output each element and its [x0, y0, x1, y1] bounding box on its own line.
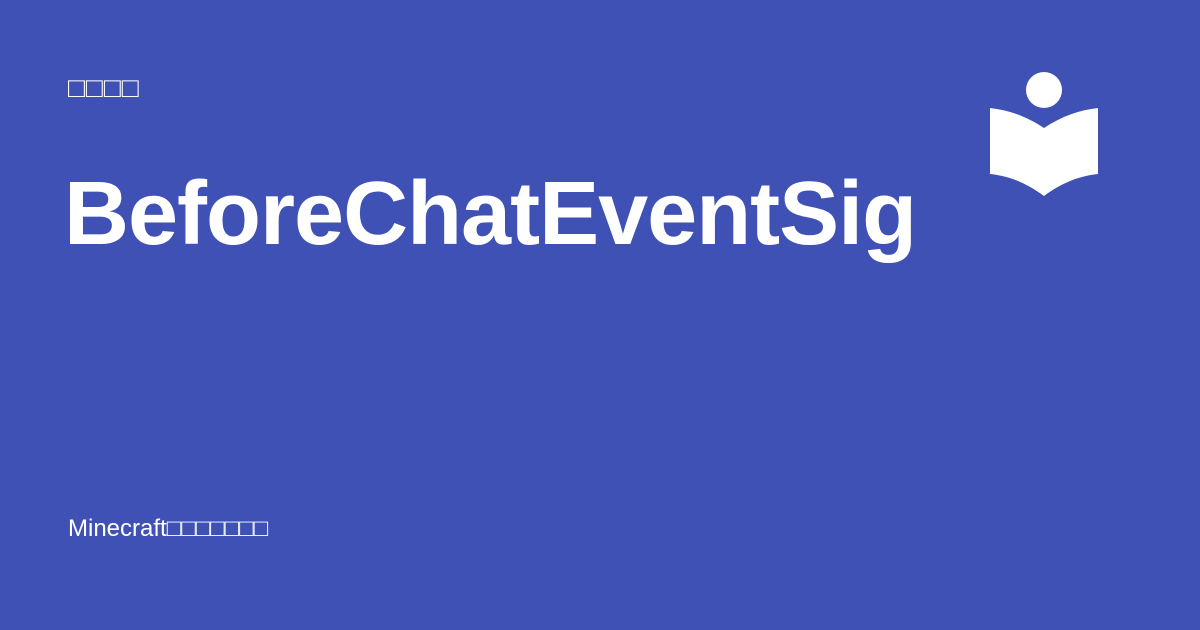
page-title: BeforeChatEventSig [64, 164, 917, 264]
site-label: □□□□ [68, 72, 140, 103]
reader-book-icon [990, 72, 1098, 196]
site-name: Minecraft□□□□□□□ [68, 515, 269, 542]
